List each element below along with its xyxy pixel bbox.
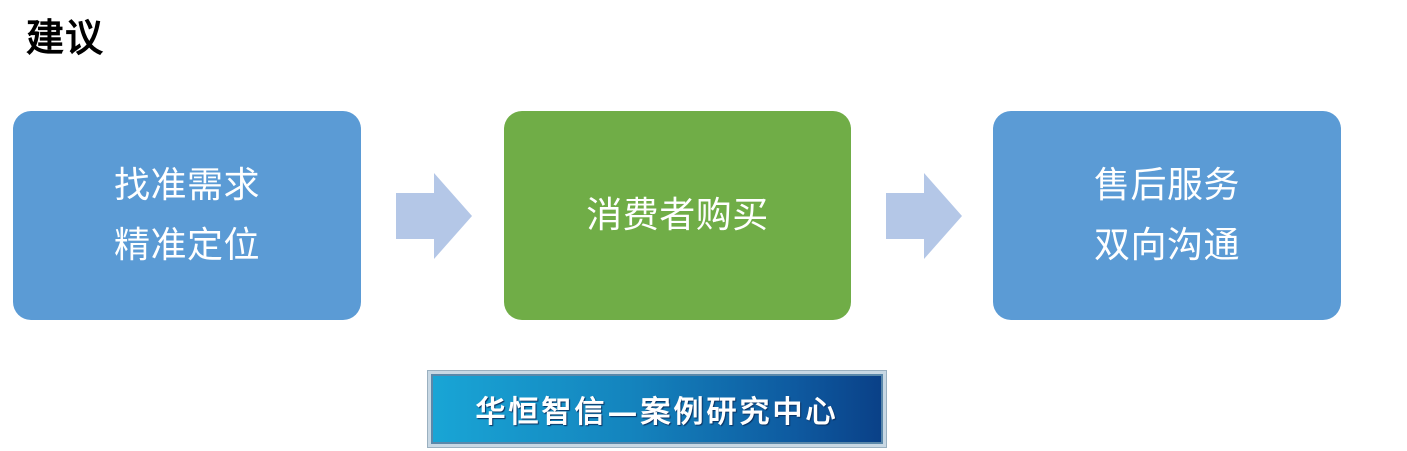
step-label: 找准需求: [113, 164, 260, 206]
right-arrow-icon: [396, 173, 472, 259]
page-title: 建议: [26, 16, 105, 60]
right-arrow-icon: [886, 173, 962, 259]
banner-text: 华恒智信—案例研究中心: [475, 395, 839, 430]
step-label: 售后服务: [1093, 164, 1240, 206]
step-label: 精准定位: [113, 224, 260, 266]
watermark-banner: 华恒智信—案例研究中心: [427, 370, 887, 448]
step-find-demand: 找准需求 精准定位: [13, 111, 361, 320]
step-after-sales: 售后服务 双向沟通: [993, 111, 1341, 320]
step-label: 双向沟通: [1093, 224, 1240, 266]
step-consumer-purchase: 消费者购买: [504, 111, 851, 320]
step-label: 消费者购买: [586, 194, 769, 236]
